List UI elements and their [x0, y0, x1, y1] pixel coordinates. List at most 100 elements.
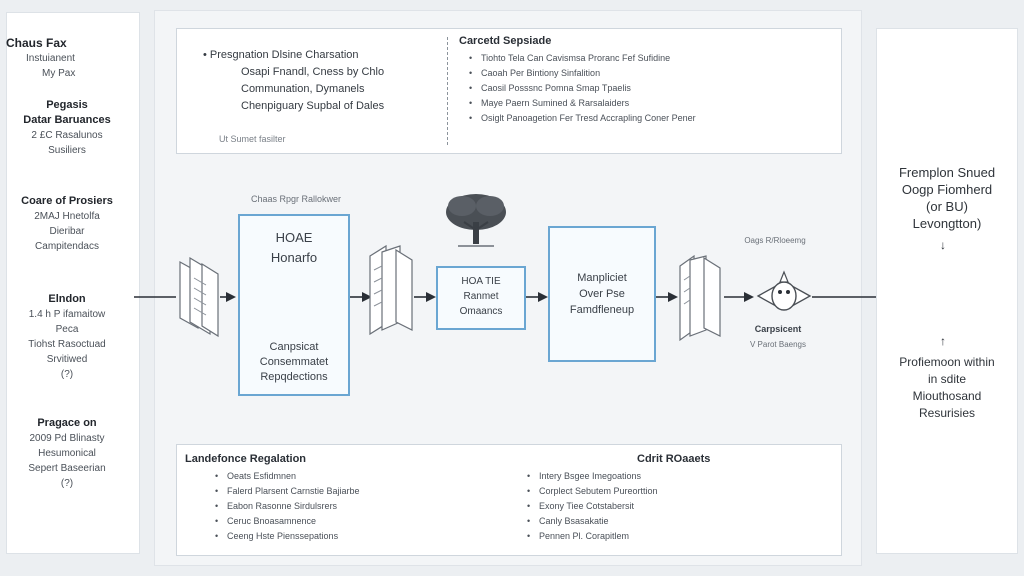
- left-block-line: 2 £C Rasalunos: [31, 130, 103, 141]
- left-block-line: Tiohst Rasoctuad: [28, 339, 106, 350]
- top-col-right-head: Carcetd Sepsiade: [459, 35, 552, 47]
- top-col-left-line: Chenpiguary Supbal of Dales: [241, 100, 385, 112]
- list-item: Pennen Pl. Corapitlem: [527, 529, 797, 544]
- document-stack-icon: [369, 244, 413, 336]
- left-block-line: Instuianent: [26, 53, 75, 64]
- process-box-1-sub-line: Canpsicat: [269, 341, 319, 353]
- left-block-line: Srvitiwed: [46, 354, 88, 365]
- list-item: Caosil Posssnc Pomna Smap Tpaelis: [469, 81, 829, 96]
- left-block-line: (?): [60, 478, 74, 489]
- top-col-left-sub: Ut Sumet fasilter: [219, 134, 286, 144]
- top-col-right: Carcetd Sepsiade Tiohto Tela Can Cavisms…: [459, 35, 829, 126]
- left-block-3: Coare of Prosiers 2MAJ Hnetolfa Dieribar…: [0, 194, 134, 254]
- document-stack-icon: [179, 256, 219, 338]
- list-item: Intery Bsgee Imegoations: [527, 469, 797, 484]
- bottom-col-left-head: Landefonce Regalation: [185, 453, 307, 465]
- process-box-1-sub: Canpsicat Consemmatet Repqdections: [238, 340, 350, 385]
- right-top-line: (or BU): [926, 199, 968, 214]
- process-box-1-sub-line: Consemmatet: [259, 356, 329, 368]
- tree-icon: [446, 194, 506, 247]
- list-item: Falerd Plarsent Carnstie Bajiarbe: [215, 484, 485, 499]
- list-item: Caoah Per Bintiony Sinfalition: [469, 66, 829, 81]
- document-stack-icon: [679, 254, 721, 342]
- left-block-title: Coare of Prosiers: [21, 195, 113, 207]
- left-block-line: Susiliers: [48, 145, 86, 156]
- process-box-2: [436, 266, 526, 330]
- left-block-line: Dieribar: [49, 226, 85, 237]
- right-bottom-line: in sdite: [927, 372, 967, 386]
- process-box-2-line: Ranmet: [463, 291, 499, 302]
- arrow-down-icon: ↓: [940, 238, 946, 252]
- arrow-head-icon: [538, 292, 548, 302]
- bottom-info-box: Landefonce Regalation Oeats Esfidmnen Fa…: [176, 444, 842, 556]
- list-item: Tiohto Tela Can Cavismsa Proranc Fef Suf…: [469, 51, 829, 66]
- node-top-caption: Oags R/Rloeemg: [744, 236, 806, 245]
- process-box-3: [548, 226, 656, 362]
- right-panel: [876, 28, 1018, 554]
- list-item: Oeats Esfidmnen: [215, 469, 485, 484]
- process-box-3-line: Over Pse: [579, 288, 625, 300]
- left-block-line: Datar Baruances: [23, 114, 111, 126]
- process-box-2-line: Omaancs: [459, 306, 503, 317]
- process-box-3-line: Famdfleneup: [569, 304, 635, 316]
- right-bottom-line: Miouthosand: [912, 389, 982, 403]
- right-top-line: Levongtton): [912, 216, 982, 231]
- node-sub-caption: V Parot Baengs: [749, 340, 807, 349]
- arrow-head-icon: [426, 292, 436, 302]
- arrow-head-icon: [362, 292, 372, 302]
- top-col-left-line: Osapi Fnandl, Cness by Chlo: [241, 66, 385, 78]
- left-panel: [6, 12, 140, 554]
- right-bottom-line: Profiemoon within: [899, 355, 995, 369]
- arrow-head-icon: [668, 292, 678, 302]
- process-box-1-sub-line: Repqdections: [260, 371, 328, 383]
- left-block-line: 1.4 h P ifamaitow: [28, 309, 106, 320]
- right-bottom-text: Profiemoon within in sdite Miouthosand R…: [876, 354, 1018, 422]
- left-block-line: Peca: [55, 324, 79, 335]
- list-item: Canly Bsasakatie: [527, 514, 797, 529]
- list-item: Eabon Rasonne Sirdulsrers: [215, 499, 485, 514]
- right-top-line: Fremplon Snued: [898, 165, 996, 180]
- process-box-3-line: Manpliciet: [577, 272, 627, 284]
- left-block-line: My Pax: [42, 68, 76, 79]
- left-block-line: Campitendacs: [35, 241, 99, 252]
- bottom-col-left: Landefonce Regalation Oeats Esfidmnen Fa…: [185, 453, 485, 544]
- process-box-2-line: HOA TIE: [461, 276, 501, 287]
- top-col-left-line: Communation, Dymanels: [241, 83, 365, 95]
- top-col-left-line: • Presgnation Dlsine Charsation: [203, 49, 359, 61]
- node-caption: Carpsicent: [754, 324, 802, 334]
- left-block-4: Elndon 1.4 h P ifamaitow Peca Tiohst Ras…: [0, 292, 134, 382]
- box1-caption: Chaas Rpgr Rallokwer: [250, 194, 342, 204]
- bottom-col-right-head: Cdrit ROaaets: [637, 453, 711, 465]
- left-block-line: Hesumonical: [38, 448, 96, 459]
- right-top-line: Oogp Fiomherd: [901, 182, 993, 197]
- bird-node-icon: [756, 270, 812, 311]
- left-block-title: Elndon: [48, 293, 86, 305]
- list-item: Ceruc Bnoasamnence: [215, 514, 485, 529]
- right-top-text: Fremplon Snued Oogp Fiomherd (or BU) Lev…: [876, 164, 1018, 232]
- list-item: Ceeng Hste Pienssepations: [215, 529, 485, 544]
- bottom-col-right: Cdrit ROaaets Intery Bsgee Imegoations C…: [497, 453, 797, 544]
- top-info-box: • Presgnation Dlsine Charsation Osapi Fn…: [176, 28, 842, 154]
- process-box-2-label: HOA TIE Ranmet Omaancs: [436, 274, 526, 319]
- process-box-1-title: HOAE Honarfo: [238, 228, 350, 268]
- left-block-title: Chaus Fax: [6, 36, 67, 50]
- list-item: Exony Tiee Cotstabersit: [527, 499, 797, 514]
- list-item: Osiglt Panoagetion Fer Tresd Accrapling …: [469, 111, 829, 126]
- left-block-line: 2MAJ Hnetolfa: [34, 211, 100, 222]
- process-box-3-label: Manpliciet Over Pse Famdfleneup: [548, 270, 656, 318]
- list-item: Maye Paern Sumined & Rarsalaiders: [469, 96, 829, 111]
- arrow-head-icon: [744, 292, 754, 302]
- top-col-left: • Presgnation Dlsine Charsation Osapi Fn…: [199, 47, 449, 148]
- left-block-line: Sepert Baseerian: [28, 463, 106, 474]
- left-block-line: (?): [60, 369, 74, 380]
- left-block-1: Chaus Fax Instuianent My Pax: [0, 36, 134, 81]
- left-block-2: Pegasis Datar Baruances 2 £C Rasalunos S…: [0, 98, 134, 158]
- left-block-5: Pragace on 2009 Pd Blinasty Hesumonical …: [0, 416, 134, 491]
- left-block-title: Pegasis: [46, 99, 88, 111]
- process-box-1-title-line: HOAE: [275, 230, 313, 245]
- arrow-up-icon: ↑: [940, 334, 946, 348]
- top-divider: [447, 37, 448, 145]
- process-box-1-title-line: Honarfo: [270, 250, 318, 265]
- process-box-1: [238, 214, 350, 396]
- left-block-line: 2009 Pd Blinasty: [29, 433, 105, 444]
